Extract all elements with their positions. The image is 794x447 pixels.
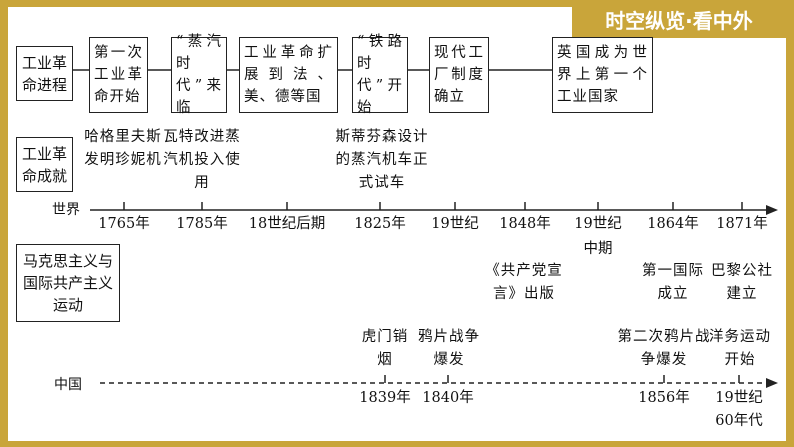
- china-tick-1856: 1856年: [638, 390, 690, 406]
- slide-title: 时空纵览·看中外: [572, 0, 786, 38]
- world-tick-mid-19c: 19世纪: [574, 216, 622, 232]
- process-box-2: “蒸汽时代”来临: [171, 34, 227, 116]
- process-box-1: 第一次工业革命开始: [89, 37, 148, 113]
- world-tick-1825: 1825年: [354, 216, 406, 232]
- world-tick-1785: 1785年: [176, 216, 228, 232]
- china-axis-ticks: [384, 375, 740, 383]
- world-tick-mid-19c-suffix: 中期: [583, 241, 613, 257]
- world-tick-19c: 19世纪: [431, 216, 479, 232]
- process-box-5: 现代工厂制度确立: [429, 37, 489, 113]
- world-axis-ticks: [123, 202, 743, 210]
- achievement-stephenson-locomotive: 斯蒂芬森设计的蒸汽机车正式试车: [335, 129, 429, 191]
- category-marxism: 马克思主义与国际共产主义运动: [16, 244, 120, 322]
- world-axis-label: 世界: [52, 202, 80, 218]
- event-communist-manifesto: 《共产党宣言》出版: [485, 263, 563, 302]
- china-axis-label: 中国: [54, 377, 82, 393]
- top-band: [0, 0, 794, 7]
- china-tick-1840: 1840年: [422, 390, 474, 406]
- event-opium-war: 鸦片战争爆发: [418, 329, 480, 368]
- world-tick-1848: 1848年: [499, 216, 551, 232]
- event-second-opium-war: 第二次鸦片战争爆发: [617, 329, 711, 368]
- category-process: 工业革命进程: [16, 46, 73, 101]
- process-box-6: 英国成为世界上第一个工业国家: [552, 37, 653, 113]
- world-tick-1765: 1765年: [98, 216, 150, 232]
- world-tick-1871: 1871年: [716, 216, 768, 232]
- achievement-spinning-jenny: 哈格里夫斯发明珍妮机: [84, 129, 162, 168]
- event-first-international: 第一国际成立: [642, 263, 704, 302]
- achievement-watt-steam-engine: 瓦特改进蒸汽机投入使用: [163, 129, 241, 191]
- event-humen-opium-burning: 虎门销烟: [361, 329, 409, 368]
- china-tick-1839: 1839年: [359, 390, 411, 406]
- process-box-4: “铁路时代”开始: [352, 34, 408, 116]
- category-achievement: 工业革命成就: [16, 137, 73, 192]
- china-axis-arrow: [766, 378, 778, 388]
- world-axis-arrow: [766, 205, 778, 215]
- event-paris-commune: 巴黎公社建立: [711, 263, 773, 302]
- china-tick-19c-suffix: 60年代: [715, 413, 763, 429]
- process-box-3: 工业革命扩展到法、美、德等国: [239, 37, 338, 113]
- event-self-strengthening-movement: 洋务运动开始: [709, 329, 771, 368]
- world-tick-1864: 1864年: [647, 216, 699, 232]
- world-tick-late-18c: 18世纪后期: [248, 216, 326, 232]
- china-tick-19c: 19世纪: [715, 390, 763, 406]
